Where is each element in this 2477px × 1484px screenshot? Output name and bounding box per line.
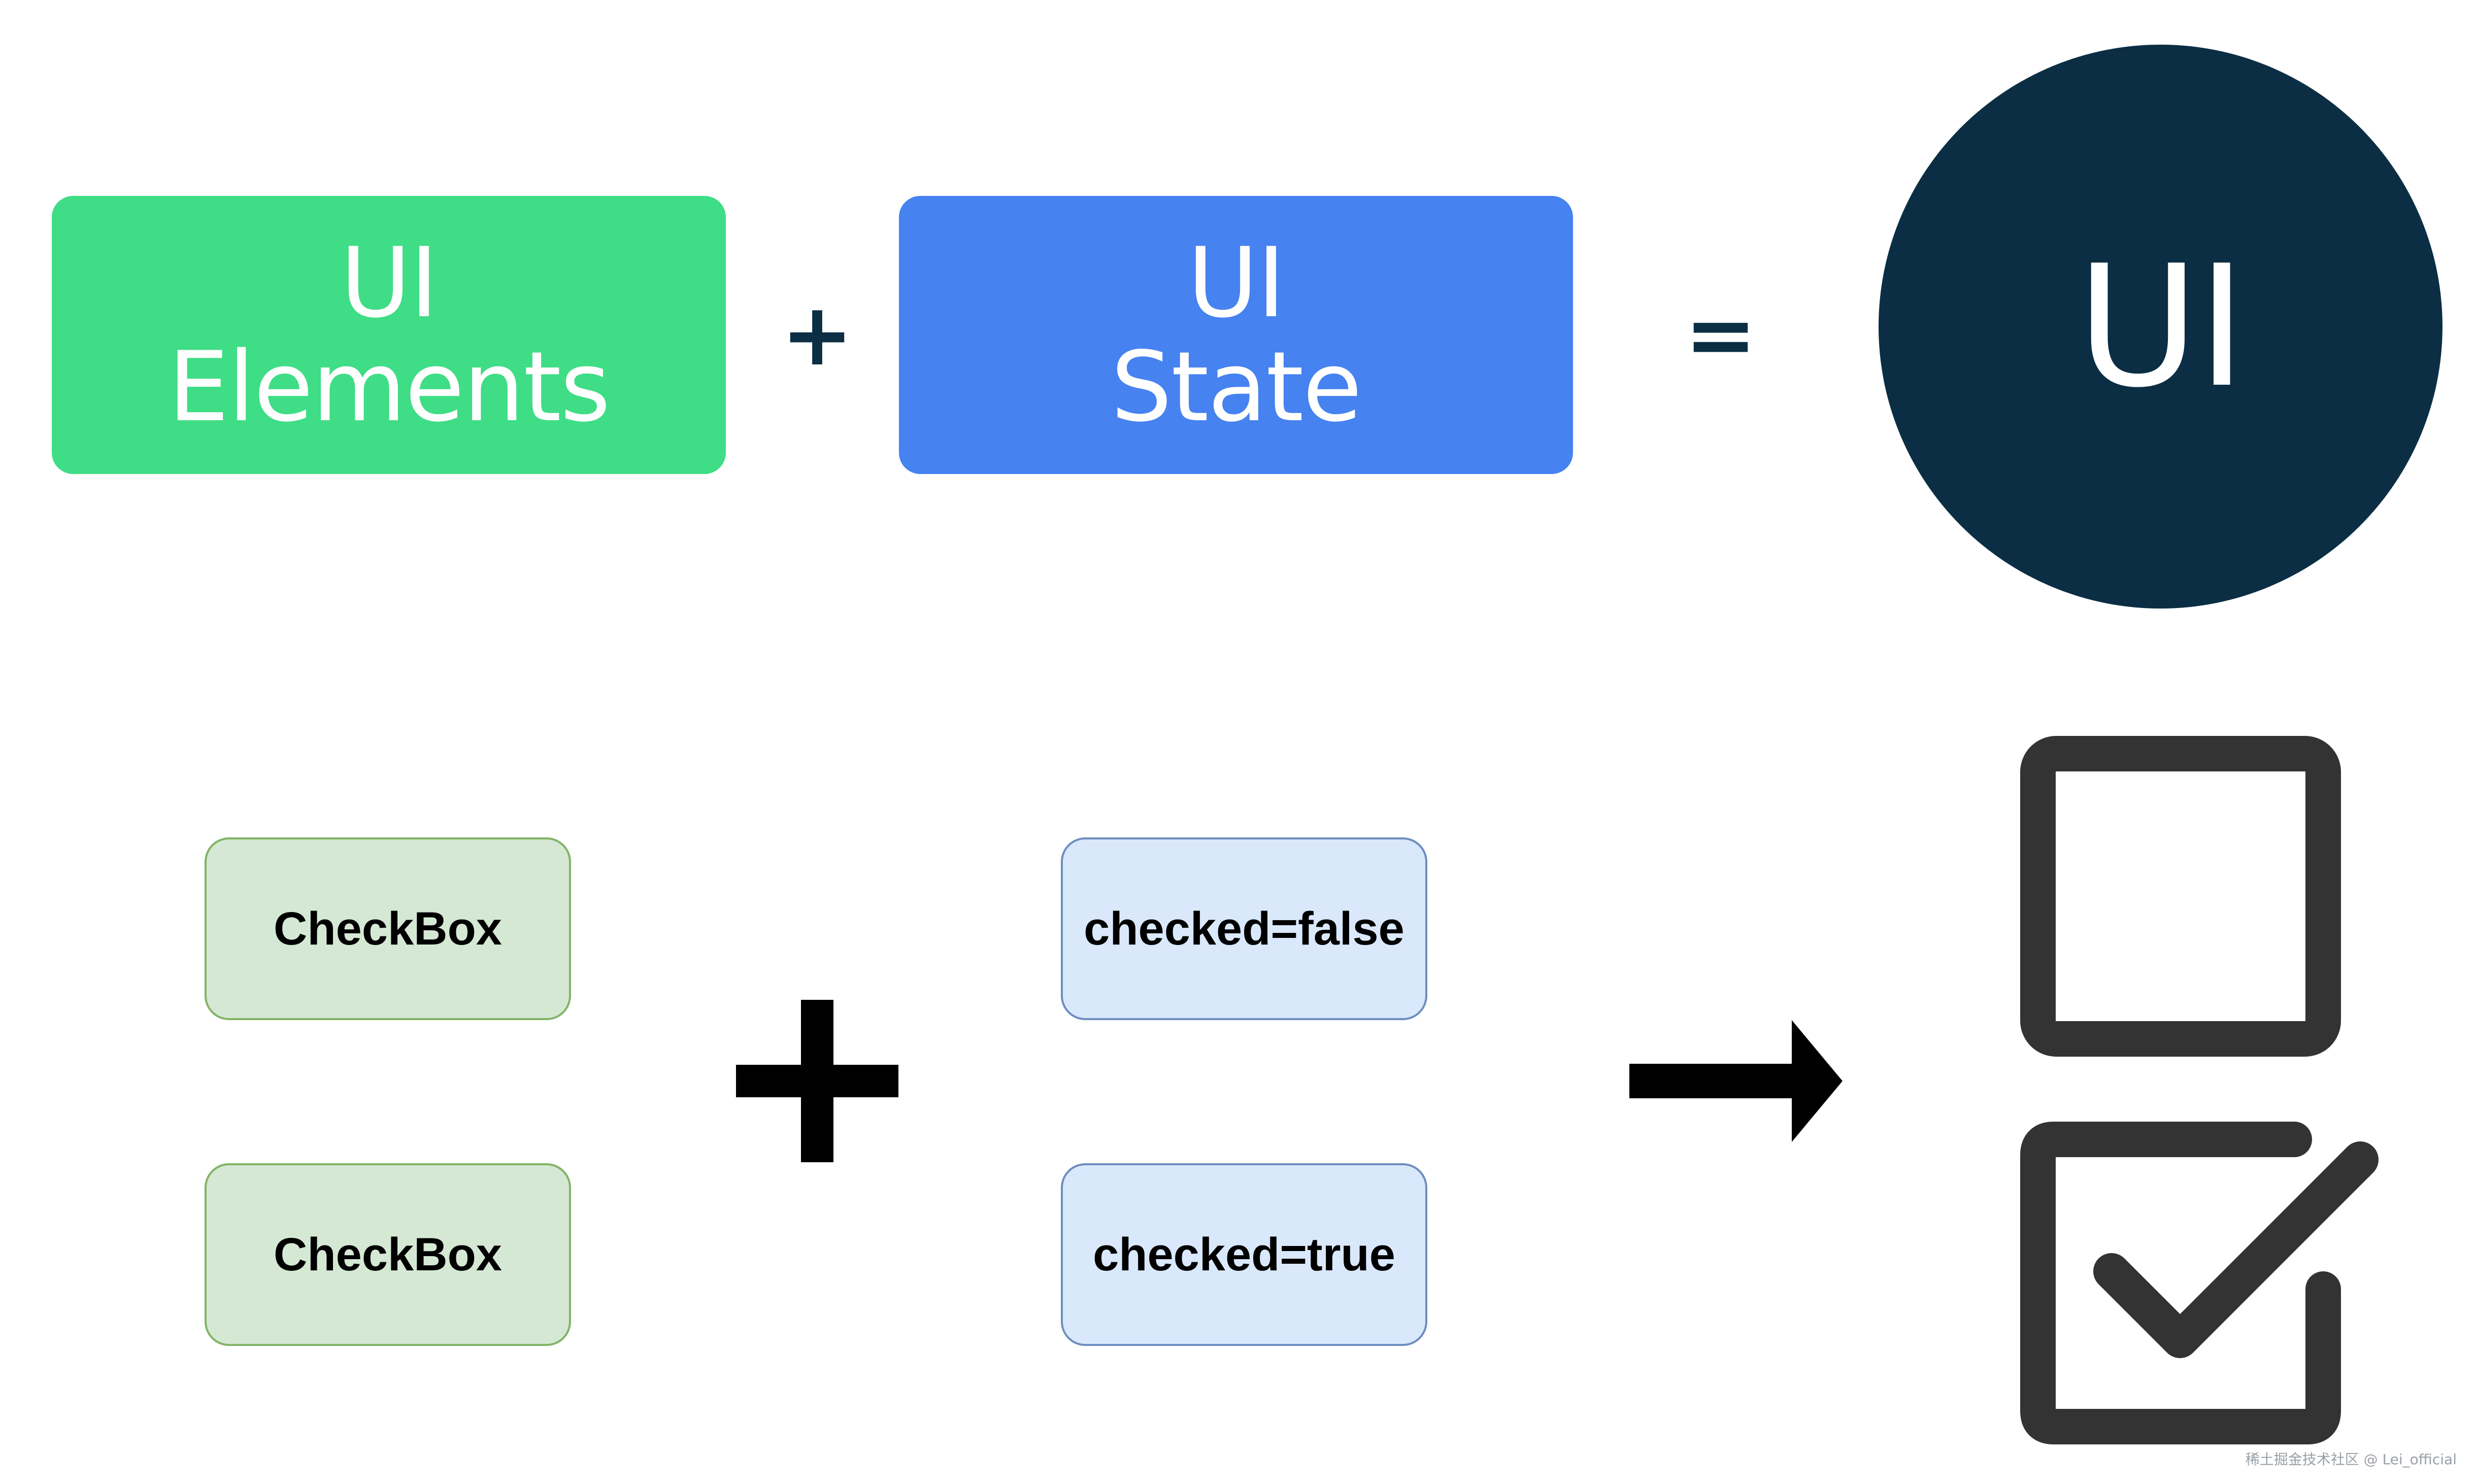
ui-state-box: UI State	[899, 196, 1573, 474]
ui-result-circle: UI	[1879, 45, 2442, 609]
ui-elements-line2: Elements	[168, 331, 611, 443]
checkbox-element-1-label: CheckBox	[274, 902, 502, 955]
ui-elements-line1: UI	[340, 226, 438, 339]
plus-icon	[736, 1000, 898, 1162]
checkbox-element-2: CheckBox	[205, 1163, 571, 1346]
watermark: 稀土掘金技术社区 @ Lei_official	[2245, 1451, 2457, 1468]
ui-state-line1: UI	[1187, 226, 1285, 339]
ui-elements-box: UI Elements	[52, 196, 726, 474]
state-checked: checked=true	[1061, 1163, 1427, 1346]
checkbox-element-1: CheckBox	[205, 837, 571, 1020]
ui-state-line2: State	[1111, 331, 1362, 443]
checkbox-checked-icon	[2020, 1122, 2379, 1444]
state-unchecked-label: checked=false	[1084, 902, 1404, 955]
right-arrow-icon	[1629, 1020, 1843, 1142]
plus-operator: +	[781, 285, 854, 385]
equals-operator: =	[1684, 285, 1757, 385]
state-unchecked: checked=false	[1061, 837, 1427, 1020]
checkbox-unchecked-icon	[2020, 736, 2341, 1057]
state-checked-label: checked=true	[1093, 1228, 1395, 1280]
ui-result-label: UI	[2077, 229, 2247, 424]
checkbox-element-2-label: CheckBox	[274, 1228, 502, 1280]
